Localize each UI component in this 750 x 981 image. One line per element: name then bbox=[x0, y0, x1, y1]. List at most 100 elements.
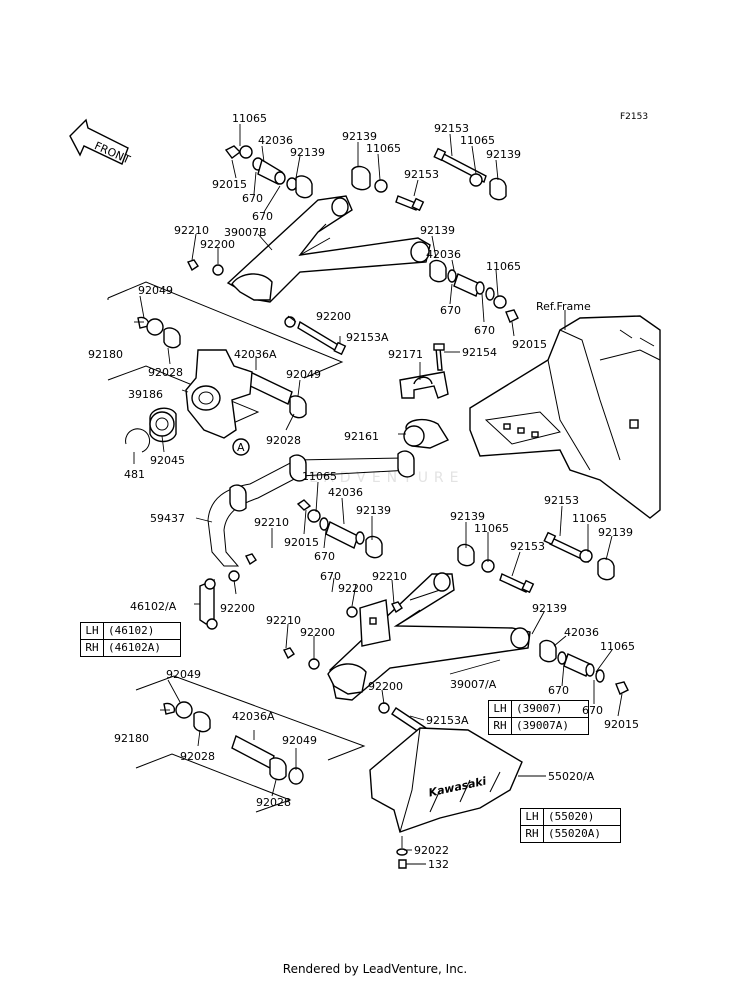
part-label: 92154 bbox=[462, 346, 497, 359]
part-label: 92200 bbox=[220, 602, 255, 615]
part-label: 92210 bbox=[266, 614, 301, 627]
part-label: 92200 bbox=[200, 238, 235, 251]
part-label: 92210 bbox=[254, 516, 289, 529]
lower-front-bushings bbox=[296, 499, 615, 594]
legend-39007: LH(39007) RH(39007A) bbox=[488, 700, 589, 735]
figure-id: F2153 bbox=[620, 112, 649, 122]
part-label: 42036 bbox=[328, 486, 363, 499]
part-label: 46102/A bbox=[130, 600, 177, 613]
callout-a-1: A bbox=[237, 441, 245, 454]
stabilizer-bar bbox=[207, 450, 415, 567]
part-label: 670 bbox=[314, 550, 335, 563]
part-label: 42036 bbox=[564, 626, 599, 639]
part-label: 92139 bbox=[598, 526, 633, 539]
part-label: 92022 bbox=[414, 844, 449, 857]
part-label: 11065 bbox=[302, 470, 337, 483]
legend-part: (39007A) bbox=[511, 717, 589, 735]
part-label: 92200 bbox=[338, 582, 373, 595]
part-label: 92153 bbox=[404, 168, 439, 181]
part-label: 92153A bbox=[346, 331, 389, 344]
lower-a-arm bbox=[327, 572, 531, 701]
part-label: 39186 bbox=[128, 388, 163, 401]
part-label: 92153 bbox=[434, 122, 469, 135]
upper-a-arm bbox=[226, 195, 431, 303]
part-label: 92200 bbox=[300, 626, 335, 639]
part-label: 92015 bbox=[604, 718, 639, 731]
hub-bearing bbox=[149, 407, 177, 443]
part-label: 92180 bbox=[114, 732, 149, 745]
part-label: 670 bbox=[548, 684, 569, 697]
part-label: 92015 bbox=[512, 338, 547, 351]
stabilizer-bushing bbox=[403, 418, 450, 449]
part-label: 92049 bbox=[166, 668, 201, 681]
part-label: 39007/A bbox=[450, 678, 497, 691]
part-label: 92028 bbox=[266, 434, 301, 447]
part-label: 92139 bbox=[342, 130, 377, 143]
part-label: 92139 bbox=[290, 146, 325, 159]
part-label: 92153 bbox=[544, 494, 579, 507]
part-label: 11065 bbox=[486, 260, 521, 273]
snap-ring bbox=[125, 428, 151, 453]
part-label: 92028 bbox=[148, 366, 183, 379]
legend-part: (55020) bbox=[543, 808, 621, 826]
legend-part: (46102A) bbox=[103, 639, 181, 657]
upper-rear-bushings bbox=[429, 259, 519, 323]
legend-side: RH bbox=[80, 639, 104, 657]
part-label: 92139 bbox=[532, 602, 567, 615]
front-arrow: FRONT bbox=[69, 118, 132, 167]
part-label: 42036A bbox=[234, 348, 277, 361]
part-label: 92200 bbox=[316, 310, 351, 323]
part-label: 92139 bbox=[420, 224, 455, 237]
part-label: 92161 bbox=[344, 430, 379, 443]
part-label: 92139 bbox=[450, 510, 485, 523]
steering-knuckle: A bbox=[185, 349, 253, 456]
leader-lines bbox=[133, 124, 623, 865]
part-label: 11065 bbox=[572, 512, 607, 525]
lower-rear-bushings bbox=[539, 639, 629, 695]
part-label: 11065 bbox=[366, 142, 401, 155]
part-label: 670 bbox=[440, 304, 461, 317]
part-label: 92045 bbox=[150, 454, 185, 467]
part-label: 39007B bbox=[224, 226, 267, 239]
ref-frame-label: Ref.Frame bbox=[536, 300, 591, 313]
legend-part: (39007) bbox=[511, 700, 589, 718]
part-label: 670 bbox=[320, 570, 341, 583]
part-label: 670 bbox=[252, 210, 273, 223]
part-label: 92028 bbox=[180, 750, 215, 763]
part-label: 92200 bbox=[368, 680, 403, 693]
legend-side: RH bbox=[488, 717, 512, 735]
upper-washers-bolts bbox=[187, 259, 347, 356]
part-label: 92210 bbox=[174, 224, 209, 237]
part-label: 11065 bbox=[460, 134, 495, 147]
stabilizer-clamp-upper bbox=[399, 343, 449, 399]
part-label: 92015 bbox=[212, 178, 247, 191]
part-label: 92028 bbox=[256, 796, 291, 809]
part-label: 92139 bbox=[486, 148, 521, 161]
part-label: 132 bbox=[428, 858, 449, 871]
part-label: 92049 bbox=[286, 368, 321, 381]
part-label: 42036 bbox=[426, 248, 461, 261]
part-label: 92049 bbox=[138, 284, 173, 297]
upper-front-bushings bbox=[224, 145, 507, 212]
legend-46102: LH(46102) RH(46102A) bbox=[80, 622, 181, 657]
part-label: 42036 bbox=[258, 134, 293, 147]
stabilizer-link bbox=[199, 553, 257, 630]
guard-fasteners bbox=[396, 848, 408, 869]
part-label: 92153A bbox=[426, 714, 469, 727]
footer-credit: Rendered by LeadVenture, Inc. bbox=[282, 962, 468, 976]
legend-55020: LH(55020) RH(55020A) bbox=[520, 808, 621, 843]
legend-side: RH bbox=[520, 825, 544, 843]
part-label: 11065 bbox=[600, 640, 635, 653]
part-label: 11065 bbox=[232, 112, 267, 125]
legend-part: (55020A) bbox=[543, 825, 621, 843]
part-label: 59437 bbox=[150, 512, 185, 525]
lower-ball-joint-box bbox=[135, 675, 366, 813]
part-number-labels: 11065 42036 92139 92015 670 670 92139 11… bbox=[88, 112, 639, 871]
part-label: 92171 bbox=[388, 348, 423, 361]
legend-side: LH bbox=[520, 808, 544, 826]
reference-frame: Ref.Frame bbox=[469, 300, 661, 519]
part-label: 670 bbox=[474, 324, 495, 337]
legend-side: LH bbox=[488, 700, 512, 718]
part-label: 92210 bbox=[372, 570, 407, 583]
